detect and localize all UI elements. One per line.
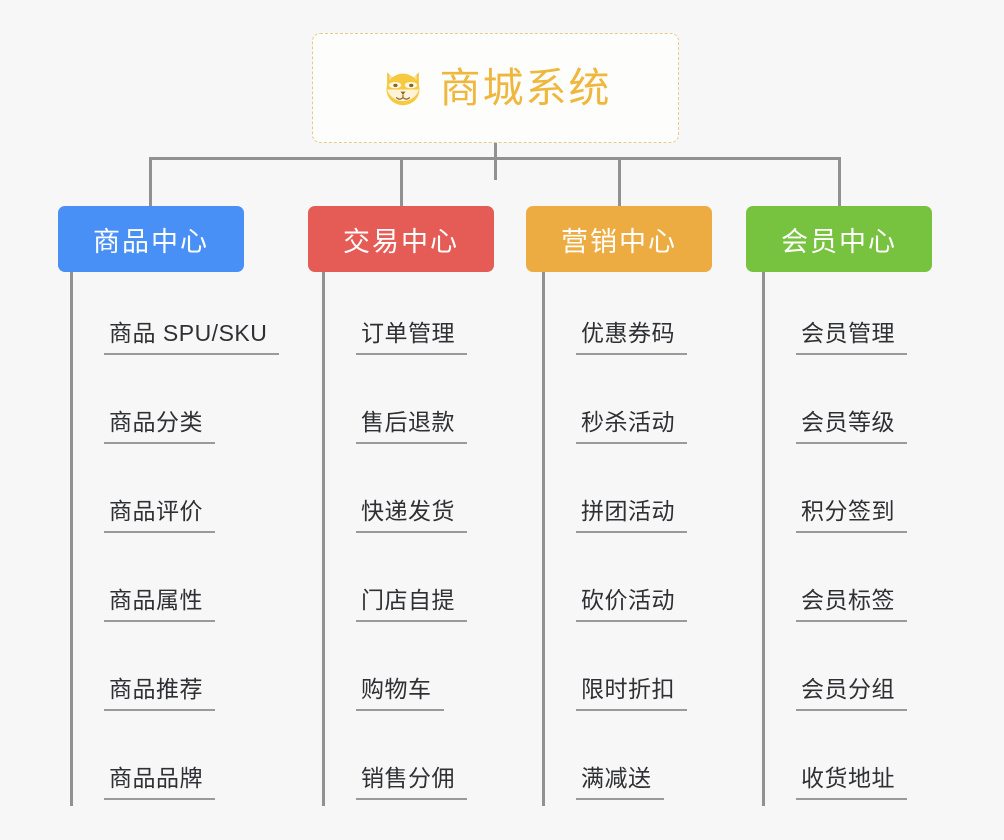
list-item-label: 售后退款 (356, 409, 467, 444)
branch-drop-connector-1 (149, 157, 152, 207)
root-trunk-connector (494, 143, 497, 180)
branch-header-商品中心[interactable]: 商品中心 (58, 206, 244, 272)
list-item-label: 收货地址 (796, 765, 907, 800)
branch-items-column-1: 商品 SPU/SKU 商品分类 商品评价 商品属性 商品推荐 商品品牌 (70, 272, 280, 806)
list-item-label: 销售分佣 (356, 765, 467, 800)
list-item[interactable]: 会员管理 (762, 272, 907, 361)
branch-header-label: 商品中心 (93, 226, 209, 257)
list-item-label: 会员标签 (796, 587, 907, 622)
list-item-label: 砍价活动 (576, 587, 687, 622)
list-item[interactable]: 会员分组 (762, 628, 907, 717)
list-item[interactable]: 商品分类 (70, 361, 279, 450)
list-item[interactable]: 快递发货 (322, 450, 467, 539)
list-item[interactable]: 商品评价 (70, 450, 279, 539)
column-spine (322, 272, 325, 806)
list-item[interactable]: 秒杀活动 (542, 361, 687, 450)
list-item[interactable]: 收货地址 (762, 717, 907, 806)
list-item-label: 满减送 (576, 765, 664, 800)
list-item-label: 商品 SPU/SKU (104, 320, 280, 355)
list-item[interactable]: 商品 SPU/SKU (70, 272, 280, 361)
branch-drop-connector-3 (618, 157, 621, 207)
list-item-label: 商品品牌 (104, 765, 215, 800)
branch-drop-connector-2 (400, 157, 403, 207)
list-item-label: 会员分组 (796, 676, 907, 711)
list-item-label: 秒杀活动 (576, 409, 687, 444)
list-item-label: 商品评价 (104, 498, 215, 533)
list-item[interactable]: 会员标签 (762, 539, 907, 628)
root-node[interactable]: 商城系统 (312, 33, 679, 143)
list-item-label: 快递发货 (356, 498, 467, 533)
column-spine (762, 272, 765, 806)
list-item-label: 订单管理 (356, 320, 467, 355)
list-item-label: 积分签到 (796, 498, 907, 533)
branch-header-交易中心[interactable]: 交易中心 (308, 206, 494, 272)
branch-header-label: 营销中心 (561, 226, 677, 257)
list-item[interactable]: 售后退款 (322, 361, 467, 450)
list-item-label: 购物车 (356, 676, 444, 711)
list-item[interactable]: 拼团活动 (542, 450, 687, 539)
list-item-label: 商品属性 (104, 587, 215, 622)
list-item-label: 商品分类 (104, 409, 215, 444)
list-item[interactable]: 砍价活动 (542, 539, 687, 628)
list-item[interactable]: 会员等级 (762, 361, 907, 450)
list-item[interactable]: 购物车 (322, 628, 467, 717)
list-item[interactable]: 门店自提 (322, 539, 467, 628)
column-spine (542, 272, 545, 806)
branch-header-营销中心[interactable]: 营销中心 (526, 206, 712, 272)
column-spine (70, 272, 73, 806)
list-item[interactable]: 限时折扣 (542, 628, 687, 717)
list-item-label: 拼团活动 (576, 498, 687, 533)
list-item[interactable]: 满减送 (542, 717, 687, 806)
branch-items-column-4: 会员管理 会员等级 积分签到 会员标签 会员分组 收货地址 (762, 272, 907, 806)
list-item-label: 优惠券码 (576, 320, 687, 355)
branch-bus-connector (149, 157, 841, 160)
list-item[interactable]: 积分签到 (762, 450, 907, 539)
branch-drop-connector-4 (838, 157, 841, 207)
shiba-dog-face-icon (385, 72, 420, 106)
list-item[interactable]: 销售分佣 (322, 717, 467, 806)
list-item[interactable]: 商品品牌 (70, 717, 279, 806)
branch-items-column-3: 优惠券码 秒杀活动 拼团活动 砍价活动 限时折扣 满减送 (542, 272, 687, 806)
root-title: 商城系统 (439, 64, 612, 111)
list-item-label: 会员等级 (796, 409, 907, 444)
list-item[interactable]: 优惠券码 (542, 272, 687, 361)
branch-header-label: 会员中心 (781, 226, 897, 257)
list-item[interactable]: 订单管理 (322, 272, 467, 361)
list-item-label: 会员管理 (796, 320, 907, 355)
list-item-label: 门店自提 (356, 587, 467, 622)
list-item[interactable]: 商品属性 (70, 539, 279, 628)
list-item-label: 限时折扣 (576, 676, 687, 711)
list-item-label: 商品推荐 (104, 676, 215, 711)
branch-items-column-2: 订单管理 售后退款 快递发货 门店自提 购物车 销售分佣 (322, 272, 467, 806)
branch-header-会员中心[interactable]: 会员中心 (746, 206, 932, 272)
list-item[interactable]: 商品推荐 (70, 628, 279, 717)
branch-header-label: 交易中心 (343, 226, 459, 257)
